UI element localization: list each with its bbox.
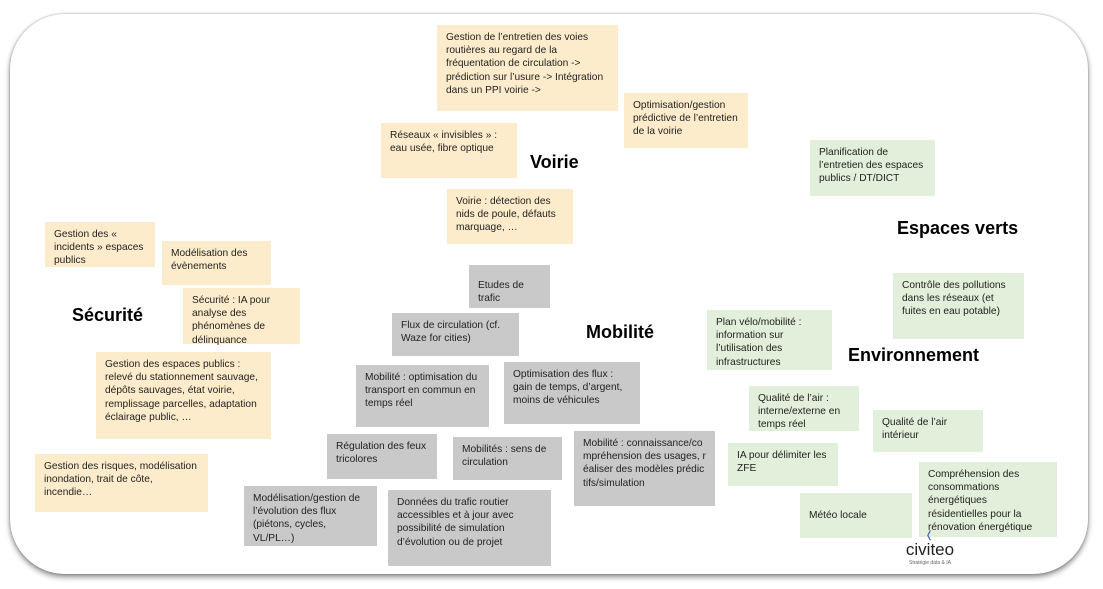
note-mobilite: Etudes de trafic bbox=[469, 265, 550, 308]
note-mobilite: Flux de circulation (cf. Waze for cities… bbox=[392, 313, 519, 356]
note-voirie: Optimisation/gestion prédictive de l’ent… bbox=[624, 93, 748, 148]
note-mobilite: Mobilité : optimisation du transport en … bbox=[356, 365, 489, 427]
note-environnement: IA pour délimiter les ZFE bbox=[728, 443, 838, 486]
note-mobilite: Modélisation/gestion de l’évolution des … bbox=[244, 486, 377, 546]
note-environnement: Qualité de l’air intérieur bbox=[873, 410, 983, 452]
note-securite: Sécurité : IA pour analyse des phénomène… bbox=[183, 288, 300, 346]
note-environnement: Contrôle des pollutions dans les réseaux… bbox=[893, 273, 1024, 339]
note-securite: Gestion des « incidents » espaces public… bbox=[45, 222, 155, 267]
note-voirie: Gestion de l’entretien des voies routièr… bbox=[437, 25, 618, 111]
note-mobilite: Données du trafic routier accessibles et… bbox=[388, 490, 551, 566]
note-mobilite: Mobilité : connaissance/compréhension de… bbox=[574, 431, 715, 506]
note-environnement: Météo locale bbox=[800, 493, 912, 538]
civiteo-logo: ❬ civiteo Stratégie data & IA bbox=[880, 530, 980, 566]
logo-mark-icon: ❬ bbox=[925, 530, 934, 541]
note-voirie: Voirie : détection des nids de poule, dé… bbox=[447, 189, 573, 244]
heading-environnement: Environnement bbox=[848, 345, 980, 365]
note-mobilite: Mobilités : sens de circulation bbox=[453, 437, 562, 480]
heading-mobilite: Mobilité bbox=[586, 322, 654, 342]
logo-tagline: Stratégie data & IA bbox=[909, 560, 951, 566]
note-environnement: Plan vélo/mobilité : information sur l’u… bbox=[707, 310, 832, 370]
note-environnement: Compréhension des consommations énergéti… bbox=[919, 462, 1057, 537]
note-securite: Modélisation des évènements bbox=[162, 241, 271, 285]
heading-securite: Sécurité bbox=[72, 305, 144, 325]
note-mobilite: Optimisation des flux : gain de temps, d… bbox=[504, 362, 640, 424]
note-mobilite: Régulation des feux tricolores bbox=[327, 434, 437, 479]
note-environnement: Qualité de l’air : interne/externe en te… bbox=[749, 386, 859, 431]
heading-espaces-verts: Espaces verts bbox=[897, 218, 1019, 238]
heading-voirie: Voirie bbox=[530, 152, 579, 172]
note-securite: Gestion des risques, modélisation inonda… bbox=[35, 454, 208, 512]
note-environnement: Planification de l’entretien des espaces… bbox=[810, 140, 935, 196]
logo-name: civiteo bbox=[905, 540, 955, 559]
note-voirie: Réseaux « invisibles » : eau usée, fibre… bbox=[381, 123, 517, 178]
note-securite: Gestion des espaces publics : relevé du … bbox=[96, 352, 271, 439]
